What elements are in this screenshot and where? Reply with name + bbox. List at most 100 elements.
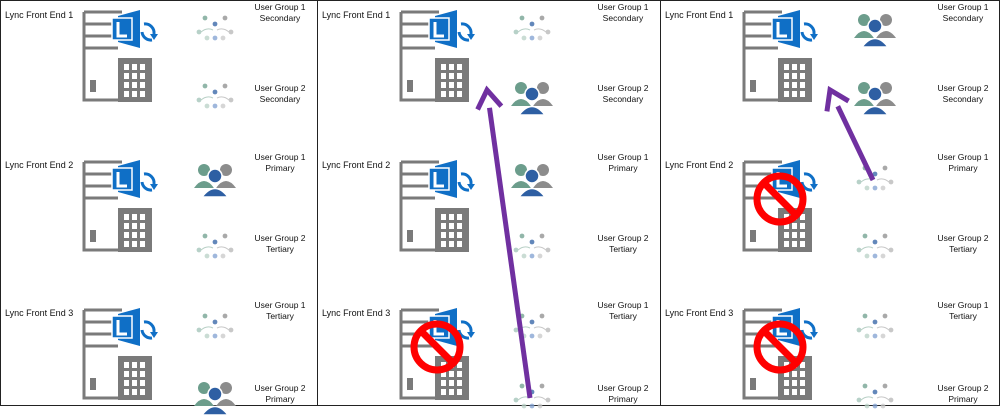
- user-group-icon: [511, 164, 553, 198]
- lync-logo-icon: [111, 10, 140, 48]
- server-icon: [82, 160, 158, 252]
- user-group-role: Secondary: [602, 13, 644, 23]
- server-icon: [399, 10, 475, 102]
- server-icon: [82, 10, 158, 102]
- user-group-faded-icon: [196, 313, 234, 339]
- user-group-faded-icon: [196, 233, 234, 259]
- user-group-name: User Group 1: [597, 152, 649, 162]
- front-end-label: Lync Front End 1: [665, 10, 734, 20]
- user-group-name: User Group 2: [254, 233, 306, 243]
- user-group-role: Tertiary: [266, 244, 294, 254]
- front-end-label: Lync Front End 1: [5, 10, 74, 20]
- user-group-role: Tertiary: [266, 311, 294, 321]
- user-group-role: Secondary: [942, 94, 984, 104]
- user-group-name: User Group 1: [254, 2, 306, 12]
- user-group-faded-icon: [513, 15, 551, 41]
- user-group-faded-icon: [513, 313, 551, 339]
- user-group-role: Secondary: [259, 94, 301, 104]
- user-group-name: User Group 1: [597, 300, 649, 310]
- user-group-role: Primary: [608, 394, 638, 404]
- user-group-role: Primary: [265, 163, 295, 173]
- user-group-faded-icon: [513, 233, 551, 259]
- user-group-role: Secondary: [942, 13, 984, 23]
- lync-logo-icon: [111, 308, 140, 346]
- user-group-role: Tertiary: [949, 244, 977, 254]
- user-group-name: User Group 1: [937, 2, 989, 12]
- prohibited-icon: [753, 320, 807, 374]
- user-group-name: User Group 2: [937, 383, 989, 393]
- user-group-name: User Group 1: [254, 300, 306, 310]
- lync-logo-icon: [428, 10, 457, 48]
- user-group-name: User Group 2: [254, 383, 306, 393]
- user-group-role: Primary: [948, 163, 978, 173]
- server-icon: [82, 308, 158, 400]
- user-group-faded-icon: [196, 83, 234, 109]
- lync-logo-icon: [771, 10, 800, 48]
- user-group-name: User Group 1: [937, 300, 989, 310]
- user-group-name: User Group 2: [254, 83, 306, 93]
- user-group-icon: [194, 382, 236, 416]
- front-end-label: Lync Front End 2: [5, 160, 74, 170]
- user-group-icon: [854, 14, 896, 48]
- front-end-label: Lync Front End 2: [322, 160, 391, 170]
- front-end-label: Lync Front End 1: [322, 10, 391, 20]
- refresh-arrow-icon: [457, 22, 475, 42]
- refresh-arrow-icon: [457, 320, 475, 340]
- user-group-role: Tertiary: [609, 311, 637, 321]
- user-group-role: Secondary: [259, 13, 301, 23]
- prohibited-icon: [753, 172, 807, 226]
- user-group-name: User Group 1: [937, 152, 989, 162]
- refresh-arrow-icon: [140, 320, 158, 340]
- user-group-icon: [854, 82, 896, 116]
- user-group-name: User Group 2: [937, 233, 989, 243]
- refresh-arrow-icon: [140, 22, 158, 42]
- refresh-arrow-icon: [457, 172, 475, 192]
- scenario-panel-2: [317, 0, 661, 406]
- user-group-name: User Group 2: [597, 83, 649, 93]
- user-group-faded-icon: [856, 165, 894, 191]
- user-group-faded-icon: [856, 233, 894, 259]
- user-group-name: User Group 1: [254, 152, 306, 162]
- user-group-name: User Group 2: [597, 383, 649, 393]
- user-group-role: Primary: [265, 394, 295, 404]
- front-end-label: Lync Front End 3: [5, 308, 74, 318]
- user-group-role: Tertiary: [609, 244, 637, 254]
- front-end-label: Lync Front End 3: [665, 308, 734, 318]
- front-end-label: Lync Front End 2: [665, 160, 734, 170]
- user-group-name: User Group 1: [597, 2, 649, 12]
- prohibited-icon: [410, 320, 464, 374]
- lync-logo-icon: [428, 160, 457, 198]
- user-group-name: User Group 2: [937, 83, 989, 93]
- user-group-faded-icon: [196, 15, 234, 41]
- user-group-name: User Group 2: [597, 233, 649, 243]
- user-group-role: Secondary: [602, 94, 644, 104]
- refresh-arrow-icon: [800, 172, 818, 192]
- refresh-arrow-icon: [800, 22, 818, 42]
- user-group-faded-icon: [856, 383, 894, 409]
- refresh-arrow-icon: [800, 320, 818, 340]
- front-end-label: Lync Front End 3: [322, 308, 391, 318]
- user-group-icon: [511, 82, 553, 116]
- user-group-faded-icon: [513, 383, 551, 409]
- refresh-arrow-icon: [140, 172, 158, 192]
- user-group-role: Primary: [948, 394, 978, 404]
- user-group-role: Primary: [608, 163, 638, 173]
- user-group-faded-icon: [856, 313, 894, 339]
